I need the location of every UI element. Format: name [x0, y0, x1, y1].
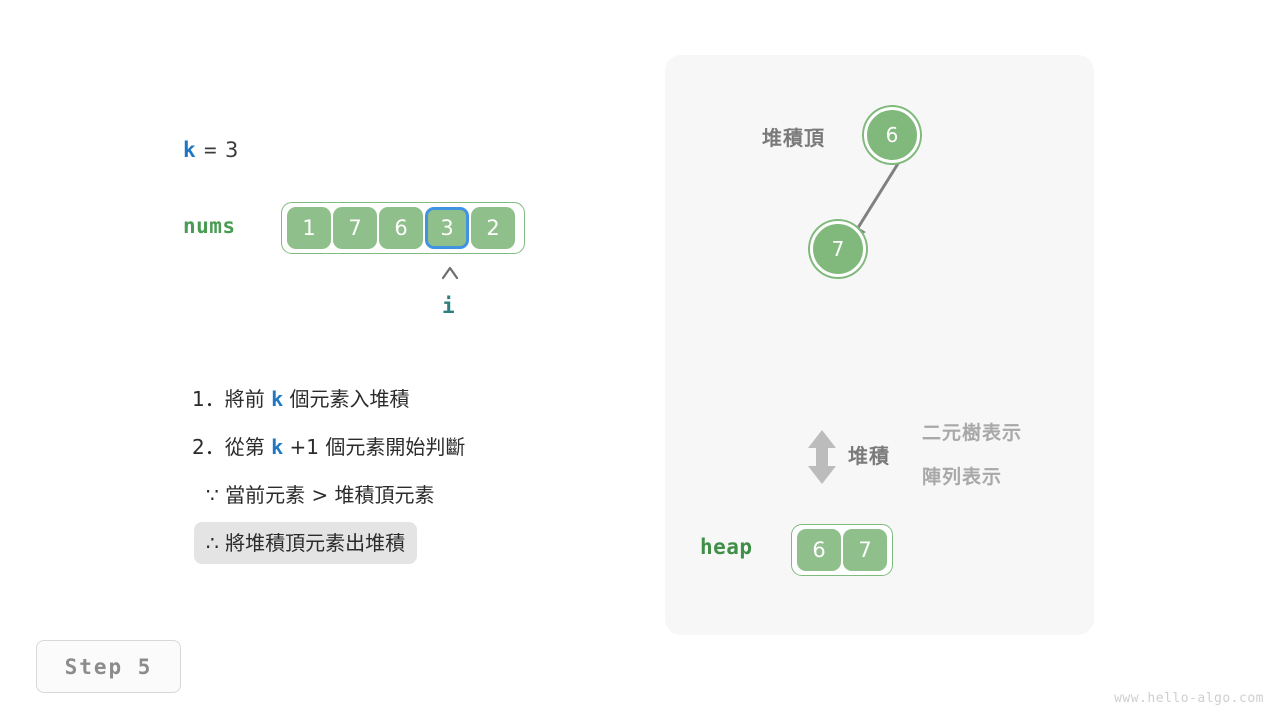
step-item-2: 2．從第 k +1 個元素開始判斷 [180, 426, 477, 468]
nums-cell-0[interactable]: 1 [287, 207, 331, 249]
heap-cell-0[interactable]: 6 [797, 529, 841, 571]
watermark: www.hello-algo.com [1114, 691, 1264, 706]
up-down-arrow-icon [808, 430, 836, 484]
legend-tree-representation: 二元樹表示 [922, 422, 1023, 444]
nums-array-label: nums [183, 214, 236, 238]
step-1-suffix: 個元素入堆積 [289, 387, 410, 411]
nums-array: 1 7 6 3 2 [281, 202, 525, 254]
step-badge[interactable]: Step 5 [36, 640, 181, 693]
step-item-1: 1．將前 k 個元素入堆積 [180, 378, 422, 420]
variable-operator: = [203, 138, 218, 162]
step-1-prefix: 1．將前 [192, 387, 265, 411]
step-item-3-condition: ∵ 當前元素 > 堆積頂元素 [206, 483, 435, 507]
tree-node-7[interactable]: 7 [810, 221, 866, 277]
heap-top-label: 堆積頂 [762, 126, 825, 150]
step-2-keyword: k [271, 435, 284, 459]
heap-array: 6 7 [791, 524, 893, 576]
step-item-4-conclusion-highlighted: ∴ 將堆積頂元素出堆積 [194, 522, 418, 564]
step-2-prefix: 2．從第 [192, 435, 265, 459]
nums-cell-1[interactable]: 7 [333, 207, 377, 249]
heap-cell-1[interactable]: 7 [843, 529, 887, 571]
caret-up-icon [441, 266, 459, 280]
legend-heap-label: 堆積 [848, 444, 890, 468]
legend-array-representation: 陣列表示 [922, 466, 1003, 488]
pointer-index-label: i [442, 294, 455, 318]
step-1-keyword: k [271, 387, 284, 411]
steps-list: 1．將前 k 個元素入堆積 2．從第 k +1 個元素開始判斷 ∵ 當前元素 >… [180, 378, 600, 570]
variable-name: k [183, 138, 197, 162]
tree-node-6[interactable]: 6 [864, 107, 920, 163]
nums-cell-4[interactable]: 2 [471, 207, 515, 249]
variable-k-line: k = 3 [183, 138, 239, 162]
heap-array-label: heap [700, 535, 753, 559]
nums-cell-3-selected[interactable]: 3 [425, 207, 469, 249]
left-panel: k = 3 nums 1 7 6 3 2 i 1．將前 k 個元素入堆積 2．從… [36, 138, 600, 693]
variable-value: 3 [224, 138, 239, 162]
nums-cell-2[interactable]: 6 [379, 207, 423, 249]
step-2-suffix: +1 個元素開始判斷 [289, 435, 466, 459]
